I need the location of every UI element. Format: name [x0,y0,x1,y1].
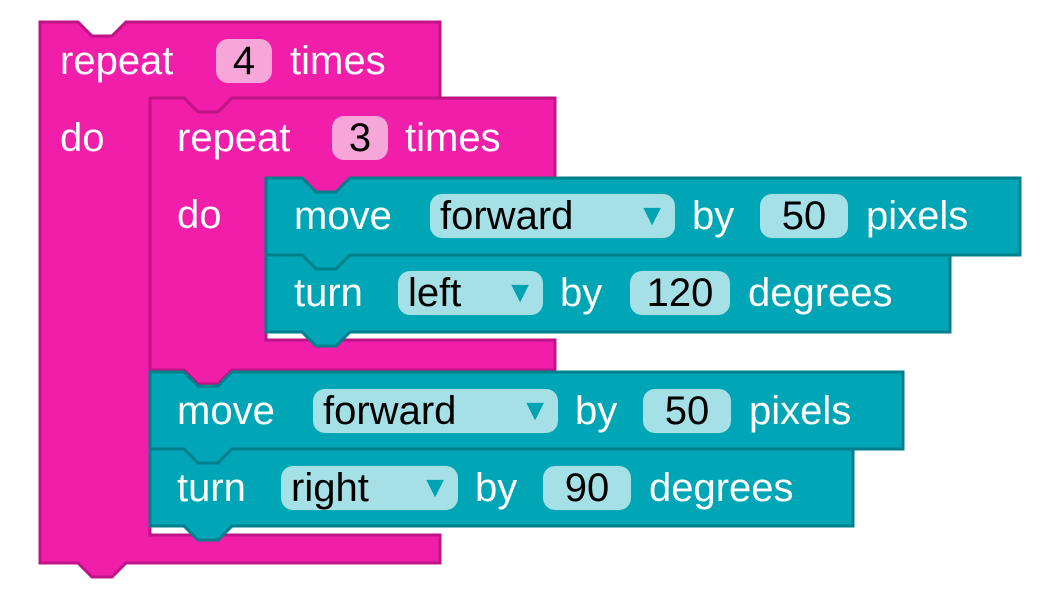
dropdown-value: forward [440,194,574,238]
inner-repeat-suffix: times [405,116,501,160]
inner-move-unit-label: pixels [866,194,969,238]
dropdown-arrow-icon: ▼ [420,471,450,504]
inner-turn-direction-dropdown[interactable]: left ▼ [398,271,543,315]
outer-turn-unit-label: degrees [649,466,794,510]
outer-move-unit-label: pixels [749,389,852,433]
inner-turn-keyword: turn [294,271,363,315]
dropdown-arrow-icon: ▼ [505,276,535,309]
dropdown-value: right [291,466,369,510]
inner-turn-unit-label: degrees [748,271,893,315]
dropdown-arrow-icon: ▼ [637,199,667,232]
inner-move-amount-field[interactable]: 50 [760,194,848,238]
outer-turn-by-label: by [475,466,518,510]
inner-turn-amount-field[interactable]: 120 [630,271,730,315]
dropdown-value: forward [323,389,457,433]
dropdown-arrow-icon: ▼ [520,394,550,427]
inner-move-keyword: move [294,194,392,238]
inner-move-direction-dropdown[interactable]: forward ▼ [430,194,675,238]
inner-repeat-keyword: repeat [177,116,291,160]
inner-turn-by-label: by [560,271,603,315]
outer-turn-direction-dropdown[interactable]: right ▼ [281,466,458,510]
outer-turn-amount-field[interactable]: 90 [543,466,631,510]
dropdown-value: left [408,271,462,315]
outer-move-keyword: move [177,389,275,433]
inner-move-by-label: by [692,194,735,238]
outer-repeat-count-field[interactable]: 4 [216,39,272,83]
outer-repeat-keyword: repeat [60,39,174,83]
outer-move-by-label: by [575,389,618,433]
inner-repeat-count-field[interactable]: 3 [332,116,388,160]
outer-move-direction-dropdown[interactable]: forward ▼ [313,389,558,433]
outer-move-amount-field[interactable]: 50 [643,389,731,433]
outer-repeat-suffix: times [290,39,386,83]
inner-repeat-do-label: do [177,193,222,237]
outer-repeat-do-label: do [60,116,105,160]
outer-turn-keyword: turn [177,466,246,510]
